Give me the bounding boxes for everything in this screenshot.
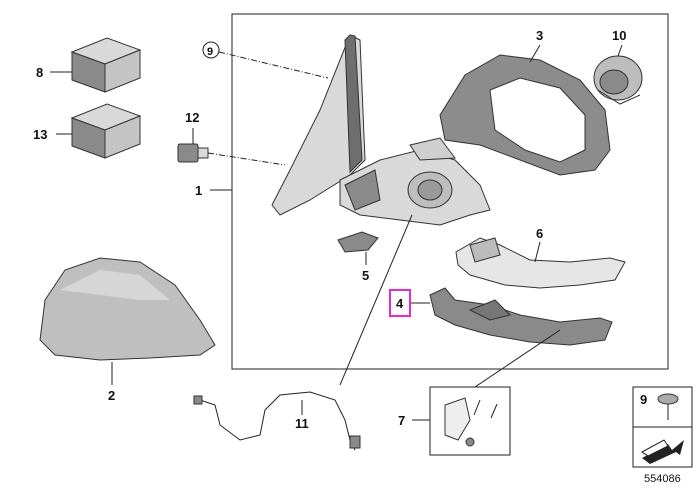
callout-2: 2 <box>108 388 115 403</box>
callout-7: 7 <box>398 413 405 428</box>
part-8-box[interactable] <box>50 37 142 93</box>
part-2-mirror-cap[interactable] <box>39 257 216 385</box>
part-4-lower-cover[interactable] <box>410 287 613 346</box>
callout-5: 5 <box>362 268 369 283</box>
callout-4-highlight <box>389 289 411 317</box>
assembly-frame <box>231 13 669 370</box>
mirror-base-housing[interactable] <box>339 137 491 226</box>
callout-8: 8 <box>36 65 43 80</box>
direction-arrow-icon <box>641 439 684 464</box>
callout-9-circle <box>202 41 220 59</box>
part-3-frame[interactable] <box>439 44 611 176</box>
callout-12: 12 <box>185 110 199 125</box>
part-6-turn-signal[interactable] <box>455 237 626 289</box>
callout-11: 11 <box>295 416 309 431</box>
diagram-number: 554086 <box>644 473 681 485</box>
part-7-frame <box>429 386 511 456</box>
direction-frame <box>632 426 693 468</box>
callout-10: 10 <box>612 28 626 43</box>
part-13-box[interactable] <box>56 103 142 159</box>
part-5-cover[interactable] <box>337 231 379 265</box>
mirror-glass[interactable] <box>271 34 366 216</box>
callout-1: 1 <box>195 183 202 198</box>
part-10-motor[interactable] <box>593 44 643 105</box>
callout-6: 6 <box>536 226 543 241</box>
part-11-cable[interactable] <box>193 214 413 451</box>
callout-4: 4 <box>396 296 404 311</box>
leader-9 <box>218 51 329 79</box>
callout-9-circled: 9 <box>207 46 213 58</box>
callout-9: 9 <box>640 392 647 407</box>
callout-13: 13 <box>33 127 47 142</box>
part-7-fastener-kit[interactable] <box>412 329 561 447</box>
part-9-screw[interactable] <box>657 393 679 420</box>
part-12-connector[interactable] <box>177 128 286 166</box>
callout-3: 3 <box>536 28 543 43</box>
